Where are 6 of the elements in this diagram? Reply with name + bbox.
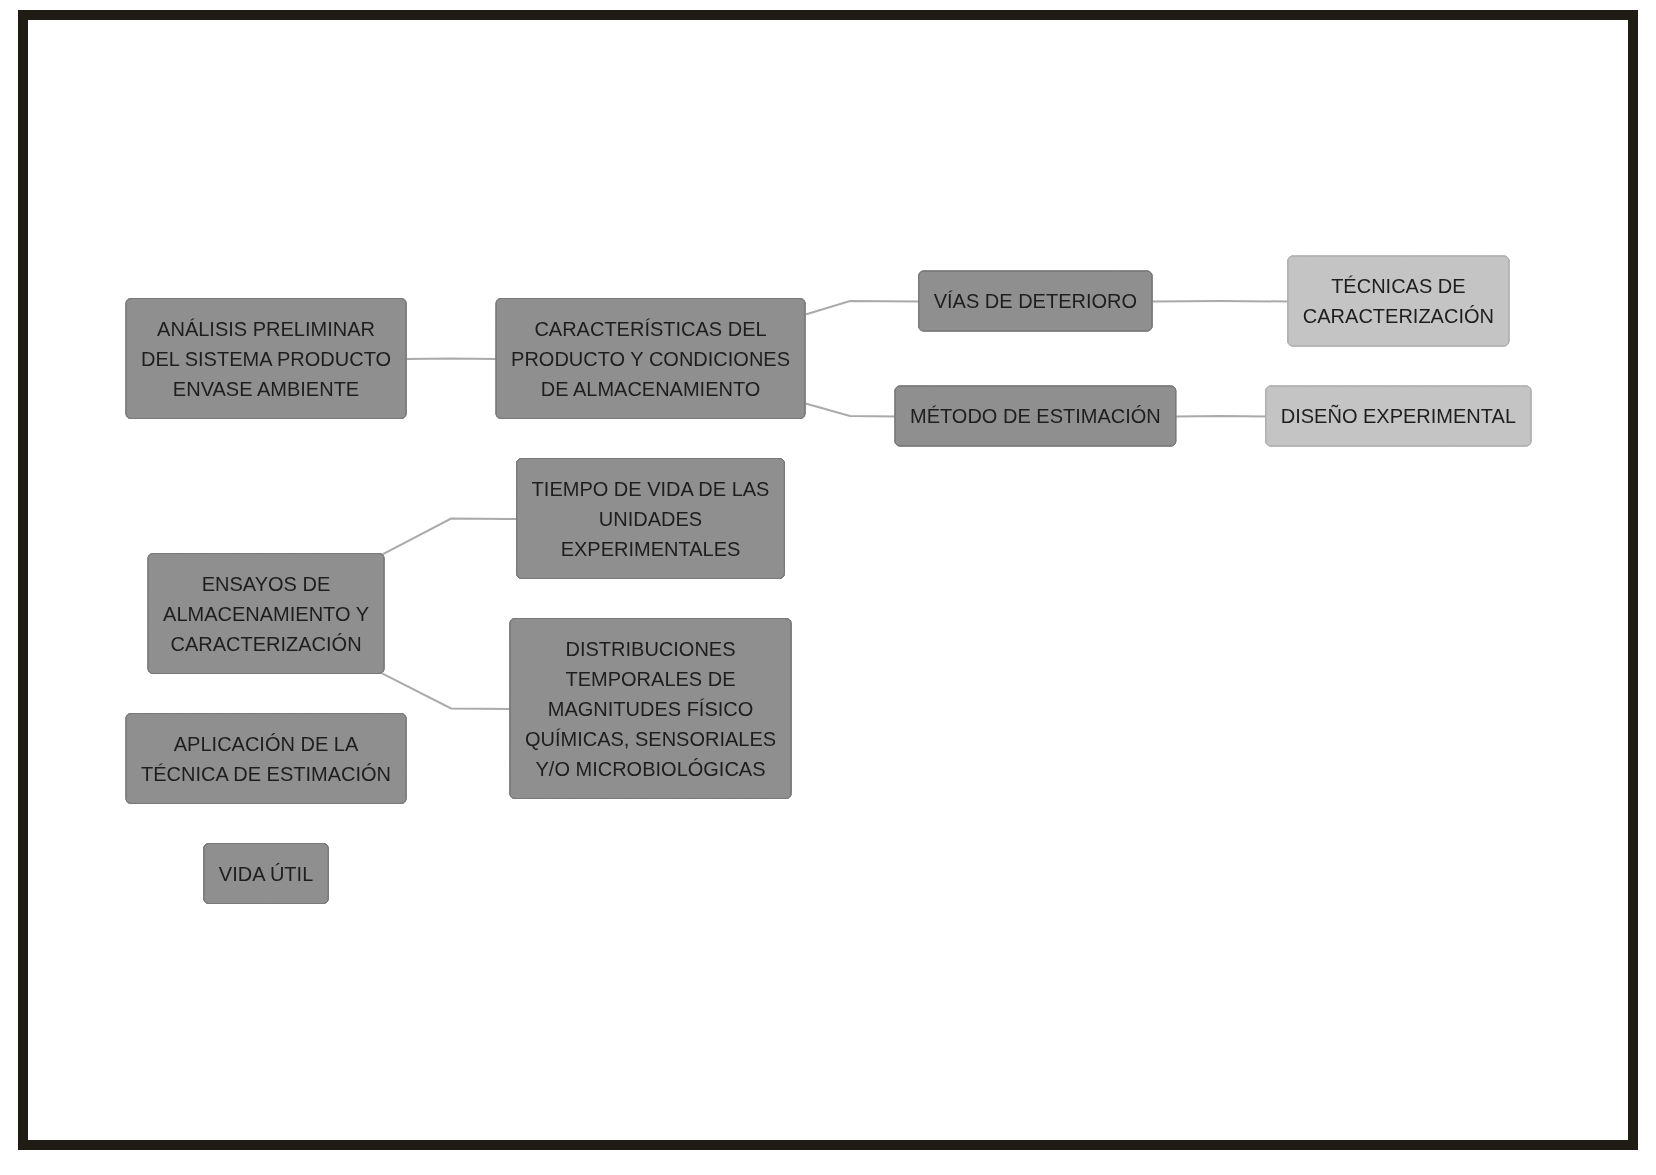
connector <box>804 402 896 418</box>
connector <box>380 672 511 711</box>
connector <box>380 517 518 556</box>
connector <box>1151 300 1289 303</box>
connector <box>1174 415 1267 418</box>
connector <box>804 300 920 316</box>
